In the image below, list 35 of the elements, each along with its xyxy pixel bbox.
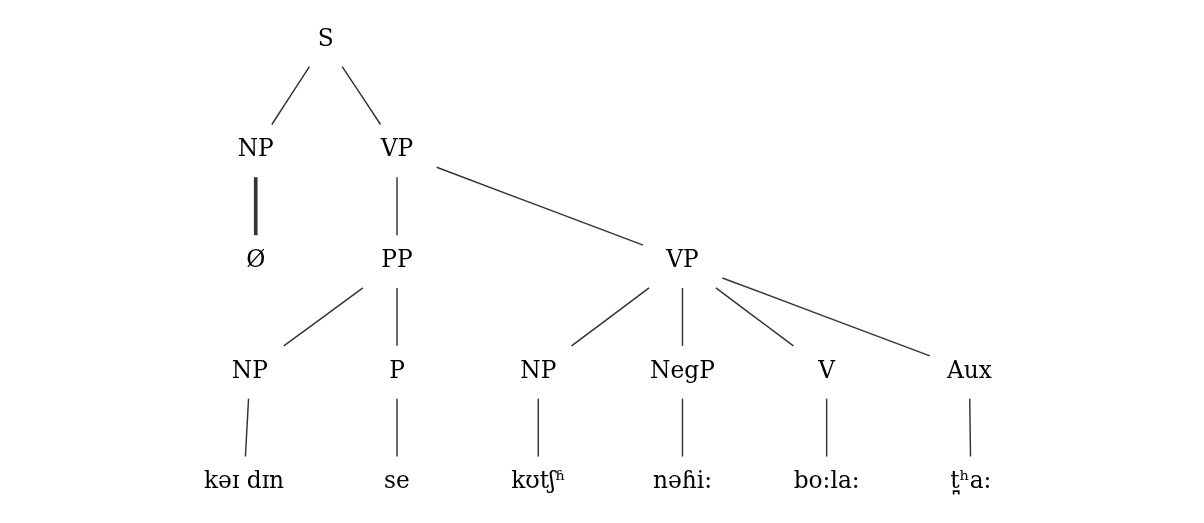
connector (537, 397, 539, 458)
connector (435, 166, 644, 246)
node-text: NP (520, 355, 557, 383)
connector (715, 287, 795, 347)
connector (341, 65, 382, 126)
node-text: kəɪ dɪn (204, 466, 285, 494)
connector (396, 397, 398, 458)
connector (825, 397, 828, 458)
node-text: bo:la: (793, 466, 860, 494)
node-text: S (317, 23, 334, 51)
connector (244, 397, 250, 458)
node-text: t̪ʰa: (950, 466, 992, 494)
node-text: NegP (650, 355, 715, 383)
connector (969, 397, 972, 458)
node-text: PP (381, 245, 413, 273)
node-text: se (384, 466, 410, 494)
connector (283, 287, 364, 347)
connector (681, 397, 684, 458)
node-text: NP (231, 355, 268, 383)
node-text: kʊtʃʱ (511, 466, 566, 494)
connector (396, 176, 398, 236)
node-text: Ø (246, 245, 266, 273)
node-text: P (389, 355, 405, 383)
node-text: nəɦi: (652, 466, 713, 494)
connector (271, 65, 311, 126)
connector (721, 277, 931, 357)
connector (396, 287, 398, 347)
connector (681, 287, 684, 347)
node-text: VP (380, 134, 414, 162)
node-text: NP (237, 134, 274, 162)
node-text: Aux (946, 355, 992, 383)
node-text: VP (666, 245, 699, 273)
connector (253, 177, 258, 236)
node-text: V (818, 355, 836, 383)
connector (570, 287, 650, 347)
